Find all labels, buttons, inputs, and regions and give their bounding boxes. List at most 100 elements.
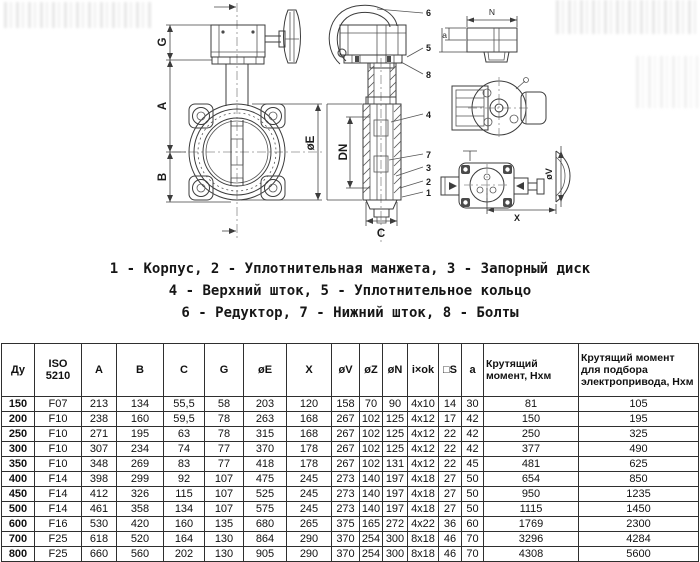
dim-label-g: G (157, 37, 169, 46)
table-cell: 131 (382, 456, 408, 472)
detail-top-view: øV X (440, 146, 571, 223)
table-cell: 245 (286, 486, 332, 502)
col-header-de: øE (243, 343, 287, 397)
table-cell: 271 (81, 426, 117, 442)
table-cell: 46 (438, 546, 462, 562)
row-du-value: 600 (1, 516, 35, 532)
table-cell: 272 (382, 516, 408, 532)
table-cell: 315 (243, 426, 287, 442)
table-cell: 377 (483, 441, 579, 457)
table-cell: 63 (163, 426, 205, 442)
table-cell: F14 (34, 486, 82, 502)
part-number-4: 4 (426, 110, 431, 120)
table-cell: F14 (34, 471, 82, 487)
part-number-3: 3 (426, 163, 431, 173)
table-cell: 197 (382, 471, 408, 487)
table-cell: 4x10 (407, 396, 439, 412)
table-cell: 267 (331, 441, 360, 457)
row-du-value: 300 (1, 441, 35, 457)
front-view: G A B øE (157, 3, 322, 240)
table-cell: 150 (483, 411, 579, 427)
table-cell: 140 (359, 486, 383, 502)
table-cell: 530 (81, 516, 117, 532)
table-cell: 2300 (578, 516, 699, 532)
table-header: Ду ISO 5210 A B C G øE X øV øZ øN i×ok □… (1, 343, 699, 397)
table-cell: 245 (286, 501, 332, 517)
handwheel-side (328, 4, 398, 65)
handwheel-front (283, 9, 301, 64)
col-header-x: X (286, 343, 332, 397)
table-cell: 59,5 (163, 411, 205, 427)
col-header-g: G (204, 343, 244, 397)
table-cell: 418 (243, 456, 287, 472)
table-cell: 4308 (483, 546, 579, 562)
table-cell: 273 (331, 501, 360, 517)
table-cell: 70 (359, 396, 383, 412)
table-cell: F07 (34, 396, 82, 412)
table-cell: 125 (382, 411, 408, 427)
table-cell: 78 (204, 426, 244, 442)
table-cell: 42 (461, 441, 484, 457)
part-number-2: 2 (426, 177, 431, 187)
table-cell: 55,5 (163, 396, 205, 412)
dim-label-a: A (157, 102, 169, 110)
dimension-dn: DN (338, 116, 370, 189)
col-header-actuator-torque: Крутящий момент для подбора электроприво… (578, 343, 699, 397)
dimensions-table: Ду ISO 5210 A B C G øE X øV øZ øN i×ok □… (1, 343, 699, 562)
row-du-value: 200 (1, 411, 35, 427)
col-header-a: A (81, 343, 117, 397)
table-cell: 213 (81, 396, 117, 412)
table-cell: 358 (116, 501, 164, 517)
row-du-value: 500 (1, 501, 35, 517)
table-cell: 125 (382, 441, 408, 457)
dim-label-dv: øV (544, 168, 554, 180)
table-cell: 50 (461, 471, 484, 487)
table-cell: 267 (331, 411, 360, 427)
table-cell: 4x12 (407, 456, 439, 472)
part-number-leaders: 6 5 8 4 7 3 2 1 (376, 8, 431, 198)
table-cell: 102 (359, 426, 383, 442)
table-cell: 107 (204, 486, 244, 502)
table-cell: 202 (163, 546, 205, 562)
col-header-b: B (116, 343, 164, 397)
table-cell: 300 (382, 546, 408, 562)
table-cell: 197 (382, 501, 408, 517)
part-number-7: 7 (426, 150, 431, 160)
table-cell: 300 (382, 531, 408, 547)
table-cell: 461 (81, 501, 117, 517)
table-cell: F25 (34, 546, 82, 562)
table-cell: F25 (34, 531, 82, 547)
table-cell: 8x18 (407, 546, 439, 562)
row-du-value: 800 (1, 546, 35, 562)
table-cell: 27 (438, 471, 462, 487)
table-cell: 4x22 (407, 516, 439, 532)
table-cell: 195 (578, 411, 699, 427)
table-cell: 50 (461, 486, 484, 502)
col-header-c: C (163, 343, 205, 397)
table-cell: 120 (286, 396, 332, 412)
legend-line-2: 4 - Верхний шток, 5 - Уплотнительное кол… (168, 283, 532, 299)
table-cell: 375 (331, 516, 360, 532)
table-cell: 168 (286, 411, 332, 427)
table-cell: 102 (359, 441, 383, 457)
table-cell: 130 (204, 531, 244, 547)
part-number-1: 1 (426, 188, 431, 198)
part-number-6: 6 (426, 8, 431, 18)
table-cell: 520 (116, 531, 164, 547)
table-cell: 160 (116, 411, 164, 427)
table-cell: 102 (359, 411, 383, 427)
table-cell: 307 (81, 441, 117, 457)
col-header-iso5210: ISO 5210 (34, 343, 82, 397)
part-number-5: 5 (426, 43, 431, 53)
table-cell: 70 (461, 546, 484, 562)
dim-label-n: N (489, 7, 495, 17)
table-cell: 107 (204, 501, 244, 517)
col-header-ixok: i×ok (407, 343, 439, 397)
dimension-x: X (486, 188, 557, 223)
table-cell: 265 (286, 516, 332, 532)
table-cell: 197 (382, 486, 408, 502)
